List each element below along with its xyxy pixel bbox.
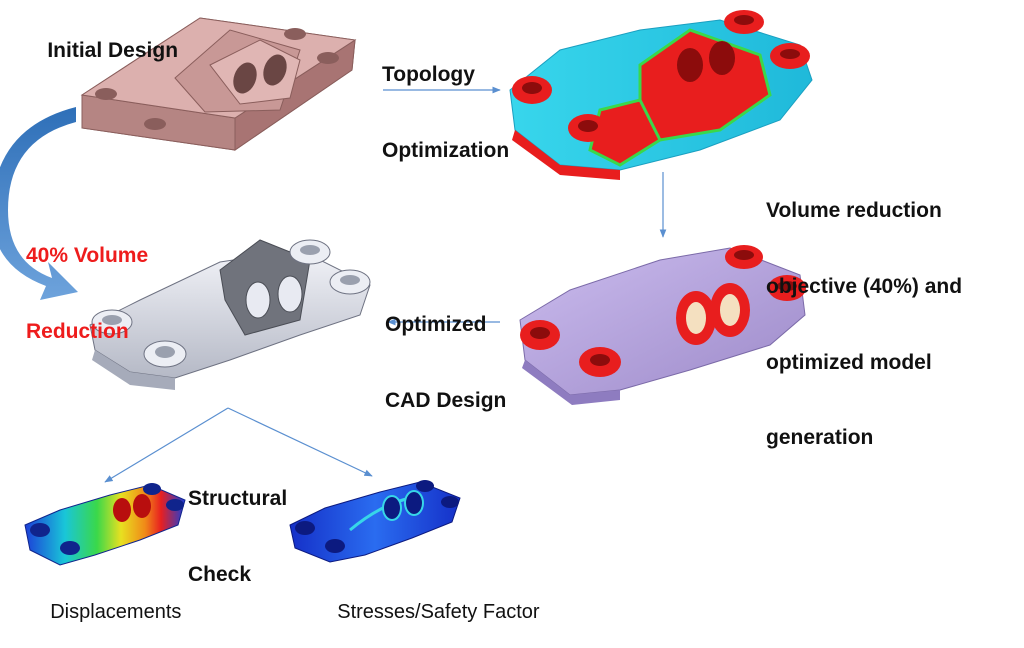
workflow-diagram: Initial Design Topology Optimization Vol…: [0, 10, 963, 623]
label-stresses-safety-factor: Stresses/Safety Factor: [337, 601, 540, 623]
label-topology-optimization: Topology Optimization: [382, 63, 510, 162]
optimized-mesh-part-icon: [519, 245, 806, 405]
label-displacements: Displacements: [50, 601, 182, 623]
arrow-cad-to-stress: [227, 407, 373, 477]
arrow-cad-to-displacement: [104, 407, 229, 483]
diagram-graphics: [0, 10, 813, 566]
stress-contour-part-icon: [289, 480, 461, 563]
label-structural-check: Structural Check: [188, 487, 288, 586]
initial-design-part-icon: [80, 17, 357, 151]
topology-result-part-icon: [509, 10, 813, 180]
displacement-contour-part-icon: [24, 483, 186, 566]
label-initial-design: Initial Design: [47, 39, 179, 63]
label-40-volume-reduction: 40% Volume Reduction: [26, 244, 149, 343]
curved-volume-arrow: [0, 107, 78, 300]
label-optimized-cad-design: Optimized CAD Design: [385, 313, 507, 412]
label-volume-reduction-objective: Volume reduction objective (40%) and opt…: [766, 199, 963, 450]
optimized-cad-part-icon: [89, 239, 371, 390]
